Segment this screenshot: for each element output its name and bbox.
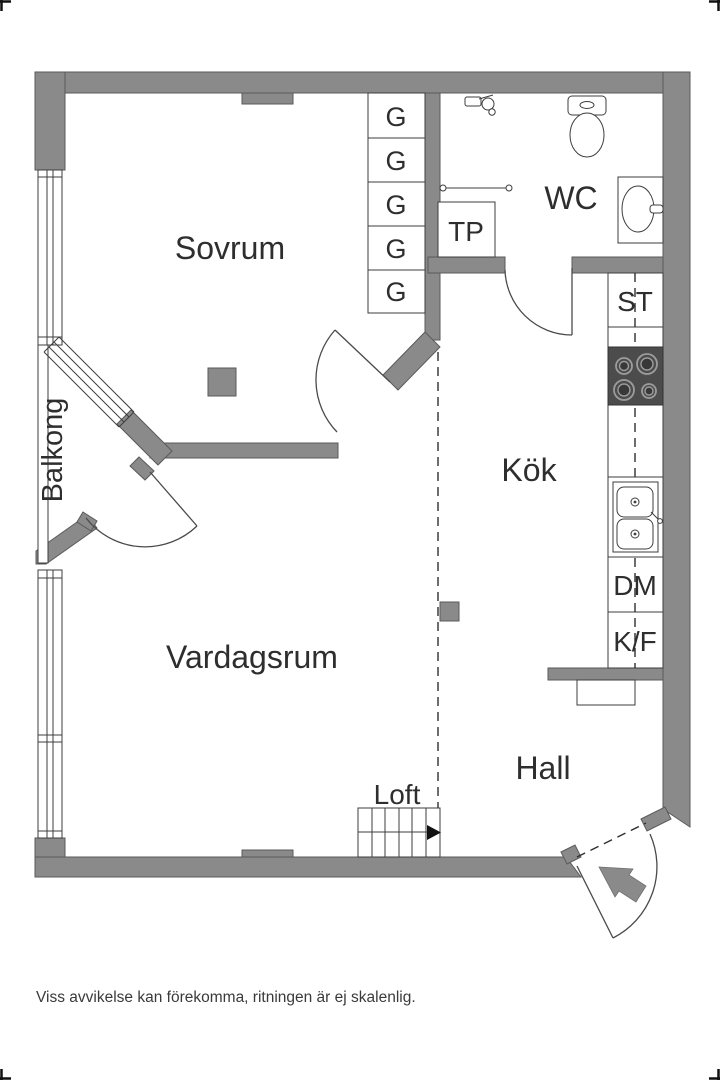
balcony-door	[85, 471, 198, 548]
wall-bottom	[34, 856, 582, 878]
label-loft: Loft	[374, 779, 421, 810]
entrance-jamb-right	[640, 806, 672, 832]
wall-right	[662, 71, 691, 828]
wc-door	[504, 268, 573, 336]
bedroom-window	[37, 169, 63, 346]
entrance-arrow-icon	[598, 866, 647, 903]
wall-hall-kf	[547, 667, 664, 681]
wall-bottom-pillar	[241, 849, 294, 858]
label-wardrobe-1: G	[385, 102, 406, 132]
label-wardrobe-2: G	[385, 146, 406, 176]
label-wardrobe-3: G	[385, 190, 406, 220]
washbasin-icon	[617, 176, 664, 244]
toilet-icon	[567, 95, 607, 158]
room-label-sovrum: Sovrum	[175, 230, 285, 266]
balcony-door-jamb-upper	[129, 456, 155, 481]
wall-bedroom-bottom	[149, 442, 339, 459]
wall-below-tp	[427, 256, 506, 274]
entrance-door	[576, 822, 658, 939]
hall-shelf	[576, 679, 636, 706]
room-label-wc: WC	[544, 180, 597, 216]
bedroom-door	[315, 329, 391, 433]
wall-left-upper-block	[34, 71, 66, 171]
stairs-direction-arrow	[427, 825, 441, 840]
room-label-balkong: Balkong	[37, 398, 69, 503]
balcony-railing	[37, 344, 49, 564]
disclaimer-caption: Viss avvikelse kan förekomma, ritningen …	[36, 989, 416, 1006]
kitchen-pillar	[439, 601, 460, 622]
kitchen-sink-icon	[607, 476, 664, 558]
label-laundry-tower: TP	[448, 216, 484, 247]
balcony-diagonal-window	[43, 336, 135, 428]
room-label-hall: Hall	[515, 750, 570, 786]
laundry-tower	[437, 184, 513, 258]
shower-mixer-icon	[464, 94, 496, 116]
wall-wc-bottom-right	[571, 256, 664, 274]
entrance-jamb-left	[560, 844, 582, 865]
label-wardrobe-5: G	[385, 277, 406, 307]
label-fridge-freezer: K/F	[613, 626, 657, 657]
stove-icon	[607, 346, 664, 406]
wall-bedroom-diagonal	[382, 331, 441, 391]
bedroom-pillar	[207, 367, 237, 397]
wall-top-pillar	[241, 92, 294, 105]
wardrobe-column	[367, 92, 426, 314]
kitchen-counter	[607, 272, 664, 669]
wall-balcony-upper-diagonal	[116, 409, 173, 466]
label-wardrobe-4: G	[385, 234, 406, 264]
label-cleaning-closet: ST	[617, 286, 653, 317]
outer-walls	[34, 71, 691, 878]
room-label-kok: Kök	[501, 452, 557, 488]
balcony-door-jamb-lower	[76, 511, 98, 532]
loft-stairs-icon	[357, 807, 441, 858]
label-dishwasher: DM	[613, 570, 657, 601]
livingroom-window	[37, 569, 63, 839]
room-label-vardagsrum: Vardagsrum	[166, 639, 338, 675]
wall-top	[34, 71, 691, 94]
interior-walls	[35, 92, 664, 681]
